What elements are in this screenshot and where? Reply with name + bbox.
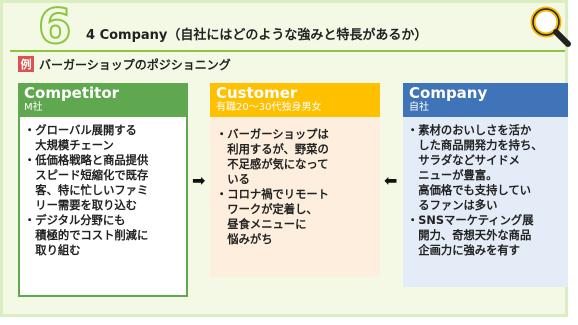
customer-title: Customer: [216, 84, 298, 102]
competitor-title: Competitor: [24, 84, 120, 102]
list-item: サラダなどサイドメ: [407, 154, 520, 167]
company-title: Company: [409, 84, 488, 102]
section-number: 6: [37, 0, 72, 55]
list-item: した商品開発力を持ち、: [407, 139, 543, 152]
list-item: ・素材のおいしさを活か: [407, 124, 532, 137]
list-item: ・コロナ禍でリモート: [216, 188, 329, 201]
competitor-subtitle: M社: [24, 102, 43, 113]
list-item: ・バーガーショップは: [216, 128, 329, 141]
customer-body: ・バーガーショップは 利用するが、野菜の 不足感が気になって いる ・コロナ禍で…: [210, 117, 380, 277]
customer-subtitle: 有職20～30代独身男女: [216, 102, 322, 113]
list-item: 悩みがち: [216, 233, 273, 246]
list-item: 取り組む: [24, 244, 81, 257]
example-title: バーガーショップのポジショニング: [39, 57, 231, 72]
list-item: 不足感が気になって: [216, 158, 329, 171]
list-item: 開力、奇想天外な商品: [407, 229, 532, 242]
list-item: 客、特に忙しいファミ: [24, 184, 149, 197]
company-body: ・素材のおいしさを活か した商品開発力を持ち、 サラダなどサイドメ ニューが豊富…: [403, 117, 568, 287]
arrow-right-icon: ➡: [192, 171, 206, 190]
list-item: いる: [216, 173, 250, 186]
customer-column: Customer 有職20～30代独身男女 ・バーガーショップは 利用するが、野…: [210, 83, 380, 277]
section-title: 4 Company（自社にはどのような強みと特長があるか）: [86, 28, 428, 43]
customer-header: Customer 有職20～30代独身男女: [210, 83, 380, 117]
list-item: 大規模チェーン: [24, 139, 114, 152]
list-item: 高価格でも支持してい: [407, 184, 531, 197]
example-badge: 例: [18, 56, 34, 72]
competitor-column: Competitor M社 ・グローバル展開する 大規模チェーン ・低価格戦略と…: [18, 83, 188, 297]
list-item: 昼食メニューに: [216, 218, 307, 231]
list-item: ・デジタル分野にも: [24, 214, 126, 227]
arrow-left-icon: ⬅: [384, 171, 398, 190]
magnifier-icon: [530, 6, 571, 47]
list-item: ・低価格戦略と商品提供: [24, 154, 149, 167]
list-item: 利用するが、野菜の: [216, 143, 329, 156]
example-heading: 例 バーガーショップのポジショニング: [18, 55, 231, 73]
title-underline: [10, 50, 565, 52]
list-item: スピード短縮化で既存: [24, 169, 149, 182]
list-item: ・SNSマーケティング展: [407, 214, 534, 227]
competitor-body: ・グローバル展開する 大規模チェーン ・低価格戦略と商品提供 スピード短縮化で既…: [18, 117, 188, 297]
list-item: 積極的でコスト削減に: [24, 229, 149, 242]
company-column: Company 自社 ・素材のおいしさを活か した商品開発力を持ち、 サラダなど…: [403, 83, 568, 287]
list-item: るファンは多い: [407, 199, 498, 212]
list-item: 企画力に強みを有す: [407, 244, 520, 257]
list-item: ワークが定着し、: [216, 203, 318, 216]
list-item: ・グローバル展開する: [24, 124, 137, 137]
list-item: リー需要を取り込む: [24, 199, 137, 212]
company-header: Company 自社: [403, 83, 568, 117]
list-item: ニューが豊富。: [407, 169, 498, 182]
company-subtitle: 自社: [409, 102, 429, 113]
competitor-header: Competitor M社: [18, 83, 188, 117]
